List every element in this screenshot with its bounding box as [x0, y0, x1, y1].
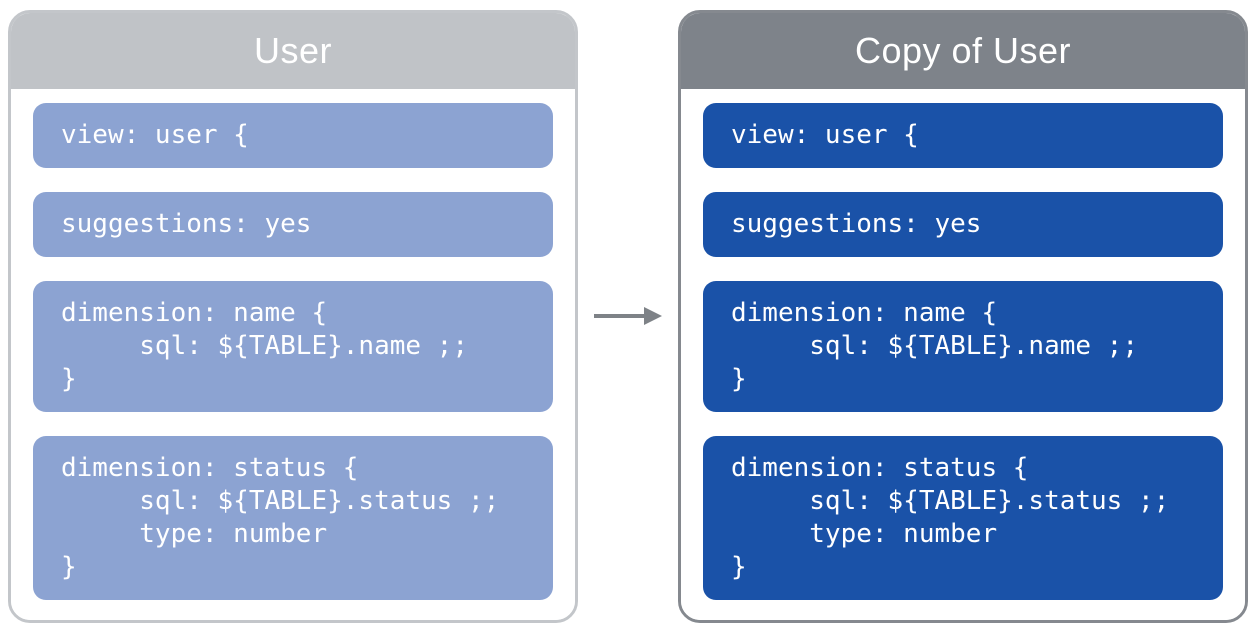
code-block-dimension-name: dimension: name { sql: ${TABLE}.name ;; … [33, 281, 553, 412]
code-line: dimension: status { [61, 453, 359, 483]
code-line: view: user { [61, 120, 249, 150]
code-line: sql: ${TABLE}.status ;; [61, 486, 500, 516]
code-line: dimension: name { [61, 298, 328, 328]
code-line: sql: ${TABLE}.status ;; [731, 486, 1170, 516]
panel-copy-of-user-title: Copy of User [854, 30, 1072, 71]
code-block-view: view: user { [33, 103, 553, 168]
copy-arrow-icon [592, 302, 664, 330]
code-block-view: view: user { [703, 103, 1223, 168]
code-line: view: user { [731, 120, 919, 150]
code-line: } [731, 552, 747, 582]
code-block-dimension-status: dimension: status { sql: ${TABLE}.status… [703, 436, 1223, 600]
code-line: type: number [61, 519, 328, 549]
code-line: suggestions: yes [731, 209, 982, 239]
panel-copy-of-user-header: Copy of User [681, 13, 1245, 89]
code-line: sql: ${TABLE}.name ;; [731, 331, 1138, 361]
code-block-dimension-name: dimension: name { sql: ${TABLE}.name ;; … [703, 281, 1223, 412]
panel-copy-of-user: Copy of User view: user { suggestions: y… [678, 10, 1248, 623]
code-line: dimension: status { [731, 453, 1029, 483]
code-line: } [731, 364, 747, 394]
code-line: dimension: name { [731, 298, 998, 328]
panel-user-title: User [253, 30, 332, 71]
panel-user-body: view: user { suggestions: yes dimension:… [11, 89, 575, 620]
code-line: } [61, 364, 77, 394]
code-block-suggestions: suggestions: yes [33, 192, 553, 257]
code-line: sql: ${TABLE}.name ;; [61, 331, 468, 361]
panel-user: User view: user { suggestions: yes dimen… [8, 10, 578, 623]
code-line: type: number [731, 519, 998, 549]
code-line: } [61, 552, 77, 582]
panel-copy-of-user-body: view: user { suggestions: yes dimension:… [681, 89, 1245, 620]
panel-user-header: User [11, 13, 575, 89]
code-line: suggestions: yes [61, 209, 312, 239]
code-block-dimension-status: dimension: status { sql: ${TABLE}.status… [33, 436, 553, 600]
code-block-suggestions: suggestions: yes [703, 192, 1223, 257]
